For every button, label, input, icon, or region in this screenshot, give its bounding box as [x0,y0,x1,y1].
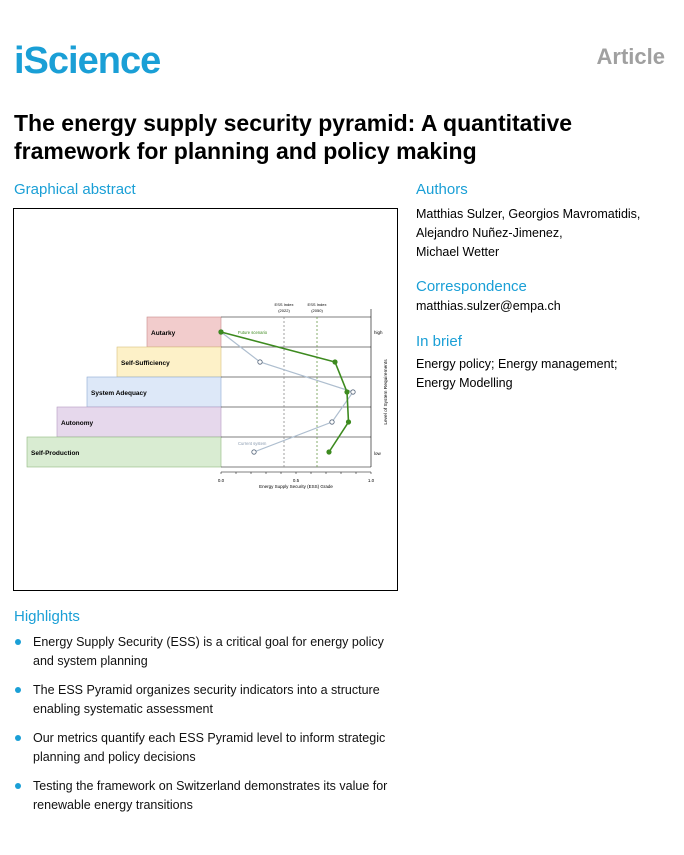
data-point-current-system-2 [350,389,356,395]
ess-index-2022-year: (2022) [278,308,290,313]
ess-index-2050-year: (2050) [311,308,323,313]
x-tick-1: 1.0 [368,478,375,483]
label-autarky: Autarky [151,330,176,337]
pyramid-level-autarky [146,316,222,348]
x-tick-05: 0.5 [293,478,300,483]
bullet-icon [15,735,21,741]
right-axis-label: Level of System Requirements [383,359,389,425]
data-point-future-scenario-4 [218,329,224,335]
pyramid-chart: Autarky Self-Sufficiency System Adequacy… [26,302,389,489]
data-point-current-system-0 [251,449,257,455]
article-title: The energy supply security pyramid: A qu… [14,110,573,164]
article-type: Article [596,44,665,69]
highlights-heading: Highlights [14,608,80,625]
future-scenario-label: Future scenario [238,330,268,335]
pyramid-level-system-adequacy [86,376,222,408]
label-system-adequacy: System Adequacy [91,390,147,397]
series-line-future-scenario [220,331,350,453]
author-line: Matthias Sulzer, Georgios Mavromatidis, [416,207,641,221]
x-axis-label: Energy Supply Security (ESS) Grade [259,484,333,489]
right-axis-high: high [374,330,383,335]
in-brief-heading: In brief [416,333,462,350]
highlight-text: Testing the framework on Switzerland dem… [33,779,388,812]
author-line: Alejandro Nuñez-Jimenez, [416,226,563,240]
current-system-label: Current system [238,441,267,446]
in-brief-line: Energy policy; Energy management; [416,357,618,371]
authors-heading: Authors [416,181,468,198]
data-point-future-scenario-0 [326,449,332,455]
highlight-text: The ESS Pyramid organizes security indic… [33,683,380,716]
label-autonomy: Autonomy [61,420,94,427]
data-point-future-scenario-1 [345,419,352,425]
highlight-text: Our metrics quantify each ESS Pyramid le… [33,731,386,764]
graphical-abstract: Autarky Self-Sufficiency System Adequacy… [13,208,398,591]
chart-series [218,329,356,455]
x-axis-ticks [220,472,372,474]
label-self-production: Self-Production [31,450,79,457]
pyramid-level-autonomy [56,406,222,438]
highlight-item: Our metrics quantify each ESS Pyramid le… [14,729,404,767]
highlight-text: Energy Supply Security (ESS) is a critic… [33,635,384,668]
data-point-future-scenario-2 [344,389,350,395]
pyramid-level-self-production [26,436,222,468]
grid-lines [221,309,372,468]
pyramid-level-self-sufficiency [116,346,222,378]
bullet-icon [15,783,21,789]
label-self-sufficiency: Self-Sufficiency [121,360,170,367]
ess-index-2022-label: ESS Index [275,302,294,307]
data-point-current-system-3 [257,359,263,365]
in-brief-text: Energy policy; Energy management; Energy… [416,355,618,393]
highlight-item: Testing the framework on Switzerland dem… [14,777,404,815]
authors-list: Matthias Sulzer, Georgios Mavromatidis, … [416,205,640,262]
in-brief-line: Energy Modelling [416,376,513,390]
author-line: Michael Wetter [416,245,500,259]
x-tick-0: 0.0 [218,478,225,483]
correspondence-heading: Correspondence [416,278,527,295]
highlight-item: Energy Supply Security (ESS) is a critic… [14,633,404,671]
graphical-abstract-heading: Graphical abstract [14,181,136,198]
bullet-icon [15,687,21,693]
data-point-current-system-1 [329,419,335,425]
correspondence-email[interactable]: matthias.sulzer@empa.ch [416,299,561,313]
ess-index-2050-label: ESS Index [308,302,327,307]
journal-name: iScience [14,40,161,82]
highlight-item: The ESS Pyramid organizes security indic… [14,681,404,719]
bullet-icon [15,639,21,645]
right-axis-low: low [374,451,382,456]
data-point-future-scenario-3 [332,359,338,365]
highlights-list: Energy Supply Security (ESS) is a critic… [14,633,404,825]
